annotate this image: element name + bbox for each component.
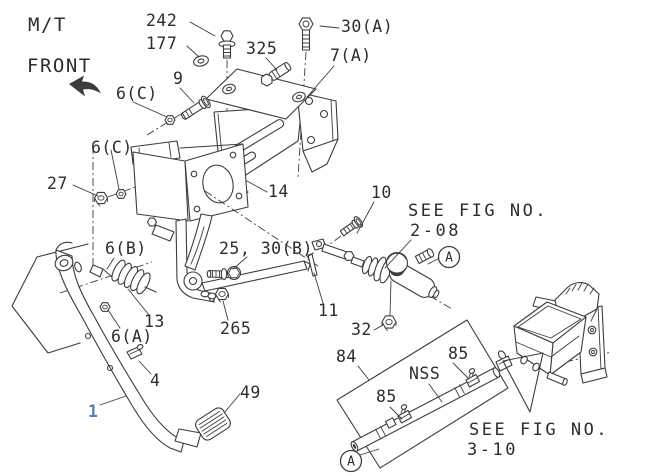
pipe-clamp-85-upper — [465, 368, 481, 388]
figure-references: SEE FIG NO. 2-08 SEE FIG NO. 3-10 — [408, 201, 609, 460]
callout-6b: 6(B) — [105, 239, 147, 258]
detail-pointer-triangle — [502, 352, 544, 413]
clutch-pedal-arm-1 — [54, 241, 202, 453]
callout-13: 13 — [144, 312, 165, 331]
outlet-fitting — [414, 248, 435, 265]
jam-nut — [343, 251, 355, 261]
callout-4: 4 — [150, 371, 160, 390]
washer-177 — [193, 55, 209, 67]
top-fasteners — [93, 17, 314, 207]
callout-32: 32 — [351, 320, 372, 339]
leader-lines — [72, 21, 470, 456]
callout-265: 265 — [220, 319, 251, 338]
bolt-30a — [298, 17, 314, 51]
nut-6c-upper — [164, 115, 176, 125]
callout-84: 84 — [336, 347, 357, 366]
master-cylinder — [306, 216, 440, 331]
callout-85-lower: 85 — [376, 387, 397, 406]
pipe-assembly-84 — [336, 319, 509, 469]
bolt-9 — [181, 95, 211, 120]
nut-27 — [93, 191, 109, 207]
view-marker-a-2: A — [347, 455, 355, 470]
callout-177: 177 — [146, 34, 177, 53]
nut-6c-lower — [115, 189, 127, 199]
front-label: FRONT — [27, 55, 92, 77]
callout-25-30b: 25, 30(B) — [219, 239, 313, 258]
callout-6c-2: 6(C) — [91, 138, 133, 157]
nut-32 — [381, 315, 397, 331]
transmission-type-label: M/T — [28, 14, 67, 36]
reservoir-tank — [495, 282, 608, 413]
pin-11 — [306, 252, 318, 277]
callout-242: 242 — [146, 11, 177, 30]
see-fig-3-10-line2: 3-10 — [467, 440, 518, 460]
clip-6b — [89, 264, 104, 278]
callout-325: 325 — [246, 39, 277, 58]
callout-14: 14 — [268, 182, 289, 201]
callout-49: 49 — [240, 383, 261, 402]
pedal-pad-49 — [195, 407, 231, 441]
see-fig-2-08-line2: 2-08 — [410, 221, 461, 241]
callout-85-upper: 85 — [448, 344, 469, 363]
orientation-labels: M/T FRONT — [27, 14, 101, 97]
reservoir-cap — [385, 251, 409, 277]
see-fig-2-08-line1: SEE FIG NO. — [408, 201, 548, 221]
pedal-bracket-14 — [130, 140, 249, 303]
callout-1-highlighted[interactable]: 1 — [88, 402, 98, 421]
callout-10: 10 — [371, 183, 392, 202]
return-spring-13 — [89, 259, 157, 312]
pipe-clamp-85-lower — [397, 404, 413, 424]
callout-11: 11 — [318, 301, 339, 320]
clip-4 — [126, 344, 144, 360]
callout-30a: 30(A) — [341, 17, 393, 36]
dash-panel-outline — [11, 243, 89, 354]
view-markers: A A — [339, 245, 461, 473]
view-marker-a-1: A — [445, 251, 453, 266]
callout-7a: 7(A) — [330, 46, 372, 65]
callout-nss: NSS — [409, 364, 440, 383]
callout-9: 9 — [173, 69, 183, 88]
callout-27: 27 — [47, 174, 68, 193]
callout-6a: 6(A) — [111, 327, 153, 346]
callout-labels: 242 177 325 30(A) 7(A) 9 6(C) 6(C) 27 14… — [47, 11, 469, 421]
pushrod-axis — [204, 190, 319, 267]
bolt-242 — [218, 30, 236, 59]
bolt-25-30b — [206, 265, 242, 281]
bellcrank-lever — [146, 213, 311, 303]
nut-6a — [99, 302, 111, 312]
see-fig-3-10-line1: SEE FIG NO. — [469, 420, 609, 440]
front-direction-arrow-icon — [69, 75, 101, 97]
bolt-10 — [339, 216, 364, 237]
bolt-325 — [260, 61, 292, 87]
pivot-boss — [54, 254, 74, 272]
callout-6c-1: 6(C) — [116, 84, 158, 103]
nut-265 — [214, 287, 230, 303]
